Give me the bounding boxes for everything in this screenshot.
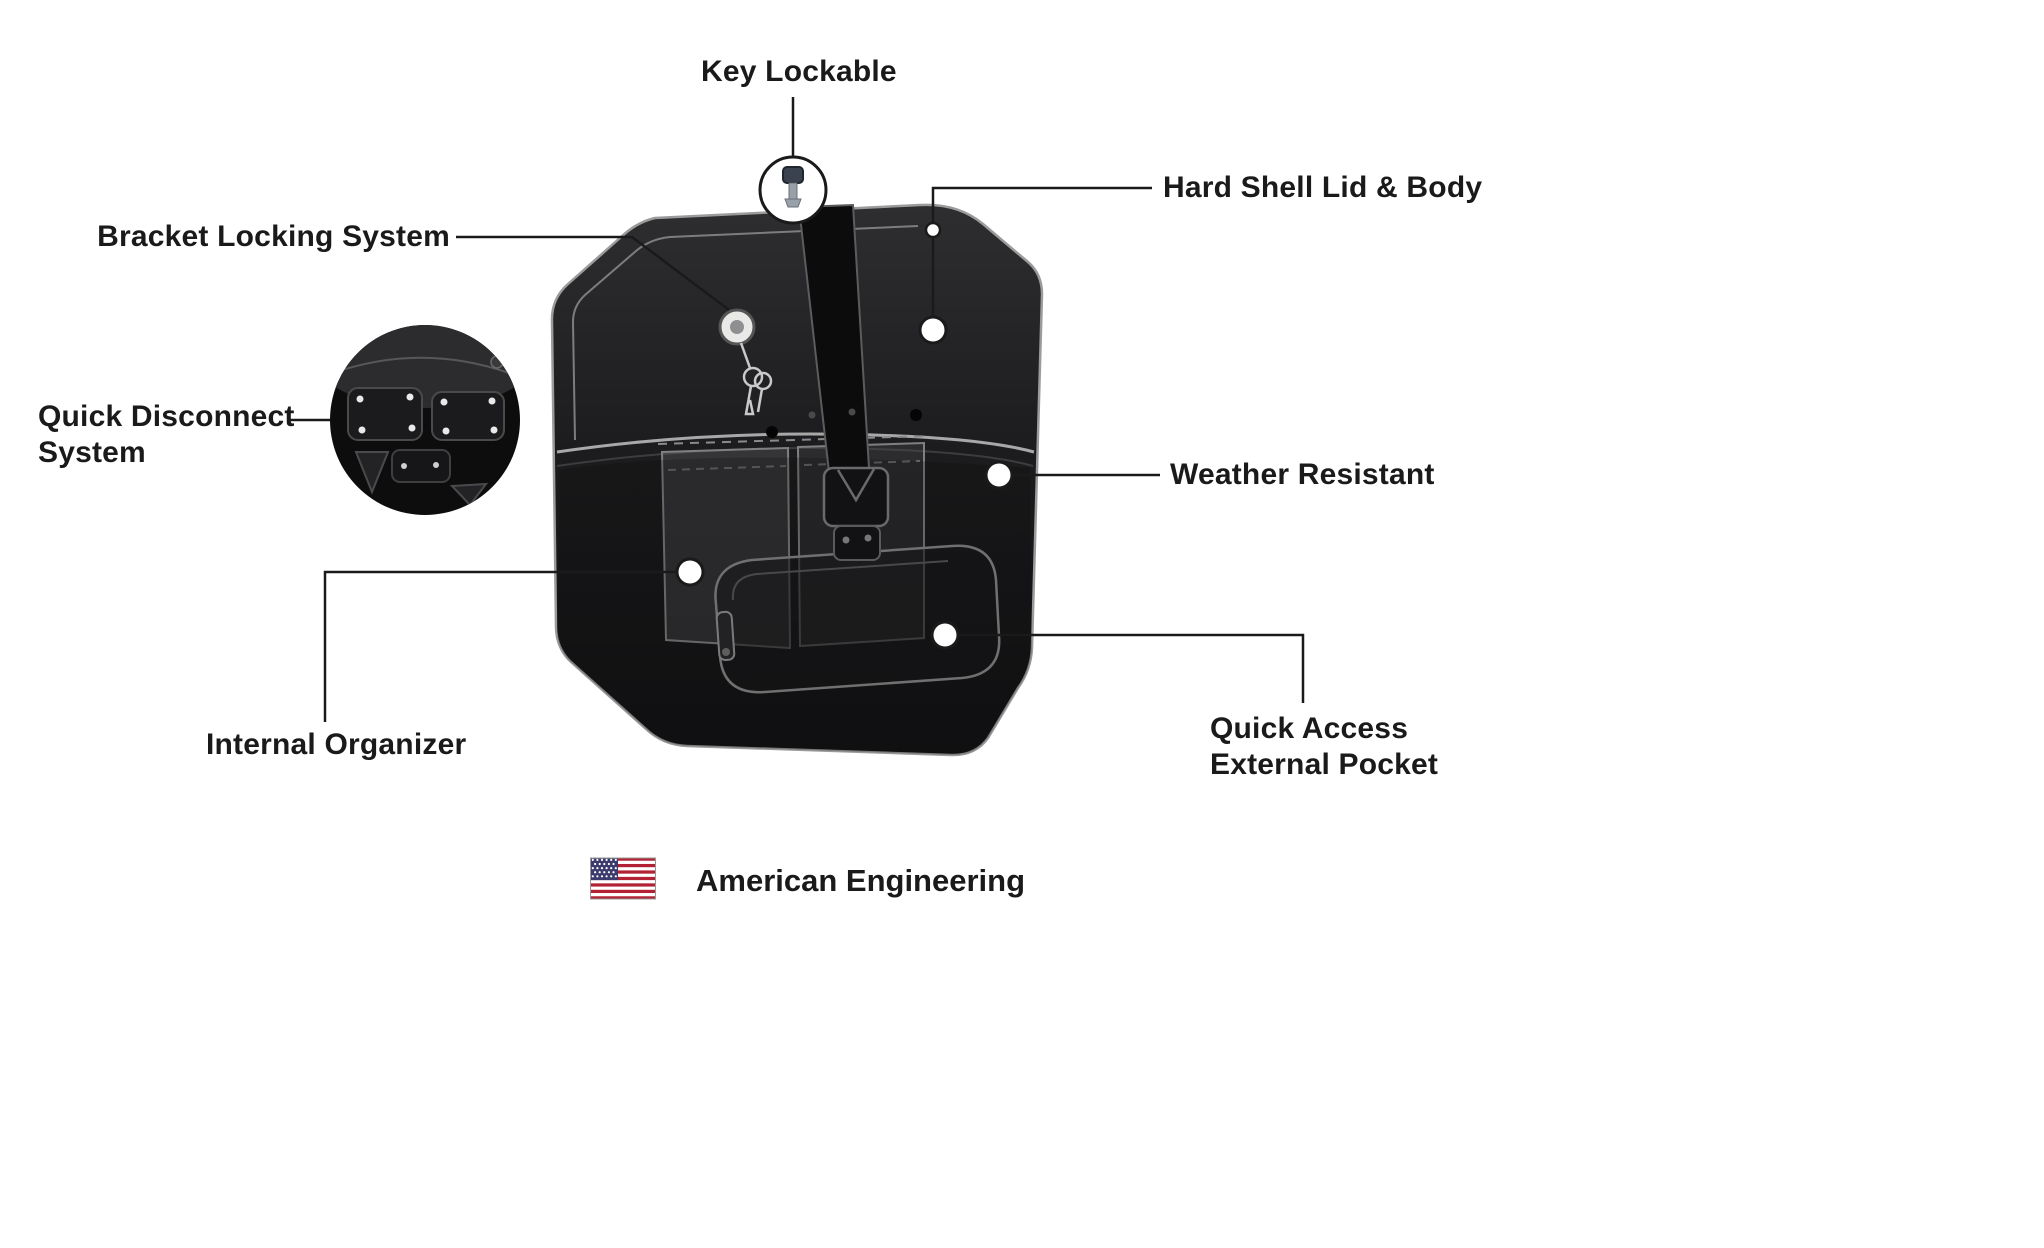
anchor-hard-shell — [918, 315, 948, 345]
buckle-icon — [822, 466, 890, 528]
key-icon — [782, 166, 804, 208]
label-key-lockable: Key Lockable — [701, 55, 897, 88]
label-weather-resistant: Weather Resistant — [1170, 458, 1435, 491]
anchor-internal-organizer — [675, 557, 705, 587]
saddlebag-illustration — [550, 203, 1044, 757]
lid-inner-edge — [571, 225, 919, 441]
label-quick-access-external-pocket: Quick Access External Pocket — [1210, 712, 1439, 781]
anchor-weather-resistant — [984, 460, 1014, 490]
quick-disconnect-inset — [330, 325, 520, 515]
lock-icon — [718, 308, 756, 346]
label-bracket-locking-system: Bracket Locking System — [97, 220, 450, 253]
footer-tagline: American Engineering — [696, 863, 1026, 898]
zipper-pull-icon — [715, 610, 736, 662]
label-hard-shell-lid-body: Hard Shell Lid & Body — [1163, 171, 1483, 204]
callout-line-hard-shell — [931, 186, 1152, 316]
callout-line-bracket-locking — [456, 235, 730, 311]
mounting-plate-bottom — [391, 449, 451, 483]
mounting-plate-right — [431, 391, 505, 441]
anchor-hard-shell-dot — [924, 221, 942, 239]
keys-icon — [739, 342, 773, 416]
center-strap — [797, 203, 890, 561]
callout-lines — [288, 97, 1305, 722]
body-tint — [556, 457, 1032, 756]
label-internal-organizer: Internal Organizer — [206, 728, 467, 761]
label-quick-disconnect-system: Quick Disconnect System — [38, 400, 295, 469]
callout-line-internal-organizer — [323, 570, 676, 722]
mounting-plate-left — [347, 387, 423, 441]
callout-line-quick-access — [959, 633, 1305, 703]
us-flag-icon — [590, 857, 656, 900]
anchor-quick-access — [930, 620, 960, 650]
